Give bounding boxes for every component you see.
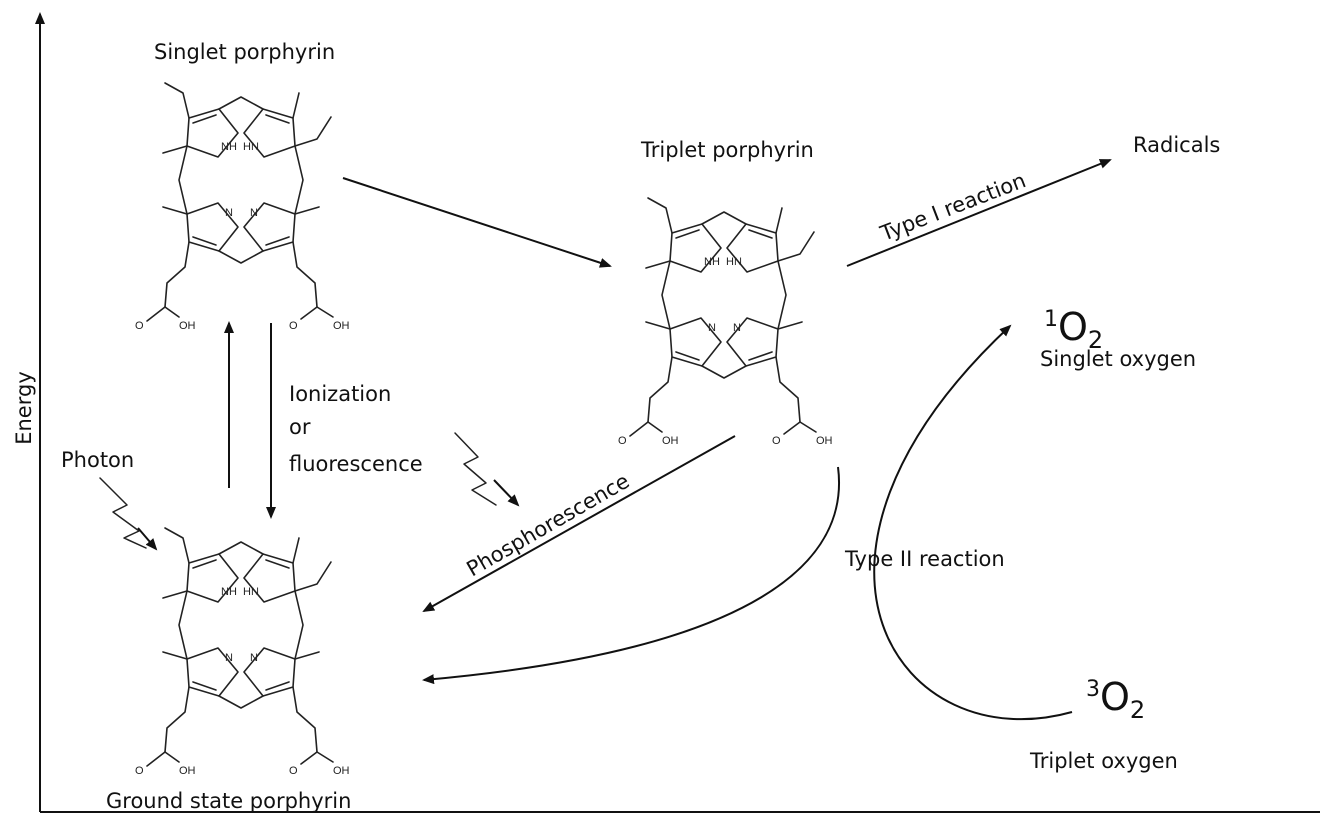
type-i-reaction-label: Type I reaction: [876, 168, 1029, 246]
emission-arrow: [493, 479, 520, 507]
singlet-oxygen-formula: 1O2: [1044, 305, 1103, 354]
type-ii-return-arrow: [422, 466, 840, 685]
singlet-oxygen-o: O: [1058, 305, 1088, 349]
triplet-oxygen-o: O: [1100, 675, 1130, 719]
energy-axis-label: Energy: [12, 371, 36, 445]
ionization-label: Ionization: [289, 382, 391, 406]
fluorescence-label: fluorescence: [289, 452, 423, 476]
type-ii-oxygen-arrow: [873, 324, 1073, 721]
intersystem-crossing-arrow: [342, 177, 612, 268]
triplet-porphyrin-molecule: [617, 197, 834, 448]
triplet-porphyrin-label: Triplet porphyrin: [640, 138, 814, 162]
phosphorescence-label: Phosphorescence: [463, 469, 634, 582]
singlet-porphyrin-label: Singlet porphyrin: [154, 40, 335, 64]
ground-state-porphyrin-molecule: [134, 527, 351, 778]
photon-arrow: [137, 527, 158, 551]
radicals-label: Radicals: [1133, 133, 1220, 157]
triplet-oxygen-superscript: 3: [1086, 677, 1100, 702]
type-i-arrow: [846, 159, 1112, 267]
triplet-oxygen-formula: 3O2: [1086, 675, 1145, 724]
singlet-porphyrin-molecule: [134, 82, 351, 333]
photon-zigzag-icon: [99, 477, 147, 549]
singlet-oxygen-subscript: 2: [1088, 326, 1103, 354]
phosphorescence-arrow: [422, 435, 736, 612]
photon-label: Photon: [61, 448, 134, 472]
type-ii-reaction-label: Type II reaction: [844, 547, 1005, 571]
triplet-oxygen-subscript: 2: [1130, 696, 1145, 724]
triplet-oxygen-label: Triplet oxygen: [1029, 749, 1178, 773]
or-label: or: [289, 415, 311, 439]
singlet-oxygen-label: Singlet oxygen: [1040, 347, 1196, 371]
ground-state-porphyrin-label: Ground state porphyrin: [106, 789, 351, 813]
singlet-oxygen-superscript: 1: [1044, 307, 1058, 332]
emission-zigzag-icon: [454, 432, 497, 506]
